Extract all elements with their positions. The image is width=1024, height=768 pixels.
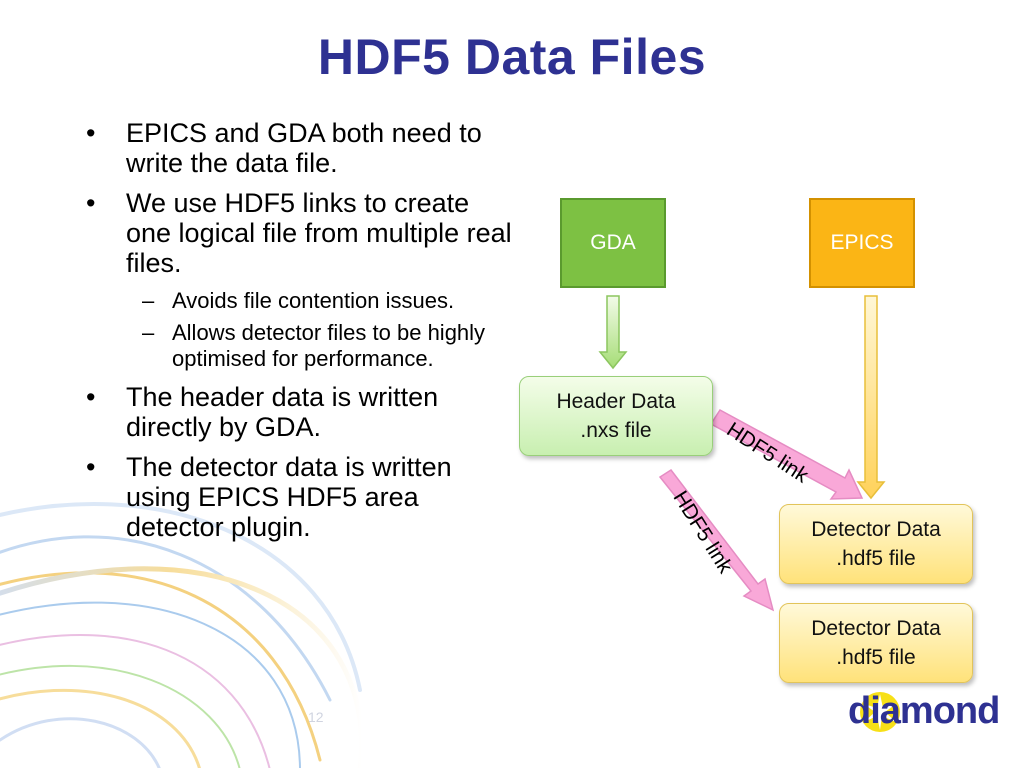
sub-bullet-item: Allows detector files to be highly optim… bbox=[126, 320, 520, 372]
epics-to-detector-arrow bbox=[856, 295, 886, 500]
page-number: 12 bbox=[308, 709, 324, 725]
slide-title: HDF5 Data Files bbox=[317, 29, 707, 85]
header-data-box: Header Data .nxs file bbox=[519, 376, 713, 456]
bullet-item: The detector data is written using EPICS… bbox=[80, 452, 520, 542]
bullet-item: EPICS and GDA both need to write the dat… bbox=[80, 118, 520, 178]
bullet-list: EPICS and GDA both need to write the dat… bbox=[80, 118, 520, 552]
epics-box: EPICS bbox=[809, 198, 915, 288]
logo-wordmark: diamond bbox=[848, 690, 1000, 732]
sub-bullet-item: Avoids file contention issues. bbox=[126, 288, 520, 314]
gda-to-header-arrow bbox=[598, 295, 628, 370]
bullet-item: We use HDF5 links to create one logical … bbox=[80, 188, 520, 372]
detector-data-box-2: Detector Data .hdf5 file bbox=[779, 603, 973, 683]
detector-data-box-1: Detector Data .hdf5 file bbox=[779, 504, 973, 584]
sub-bullet-list: Avoids file contention issues. Allows de… bbox=[126, 288, 520, 372]
starburst-logo-icon bbox=[860, 692, 900, 732]
hdf5-link-arrow-1 bbox=[709, 409, 864, 500]
hdf5-link-arrow-2 bbox=[658, 468, 775, 612]
bullet-item: The header data is written directly by G… bbox=[80, 382, 520, 442]
gda-box: GDA bbox=[560, 198, 666, 288]
